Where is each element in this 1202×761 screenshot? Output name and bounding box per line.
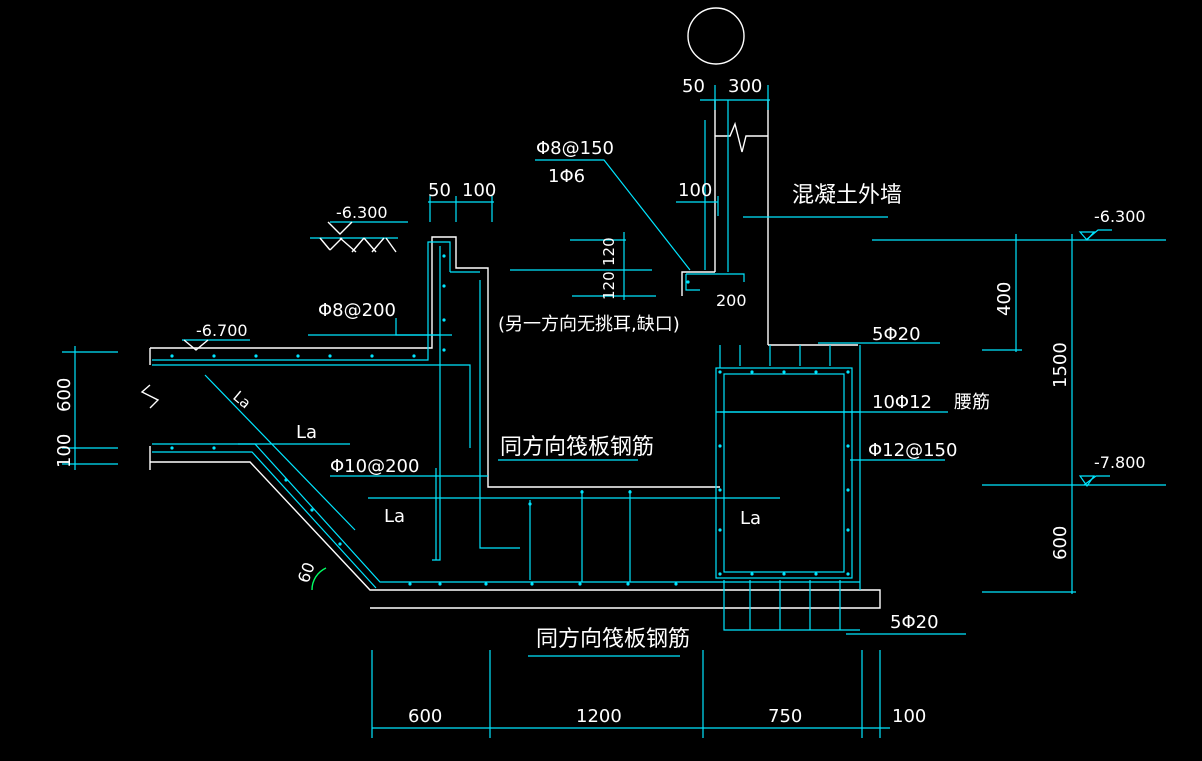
la-diagonal: La [229,387,254,412]
rebar-phi8-200: Φ8@200 [318,300,396,321]
level-top-left: -6.300 [336,203,388,222]
level-marker-bottom-right [1078,475,1096,488]
level-top-right: -6.300 [1094,207,1146,226]
raft-rebar-label-1: 同方向筏板钢筋 [500,435,654,460]
exterior-wall-label: 混凝土外墙 [792,183,902,208]
dim-600-left: 600 [54,378,75,412]
ground-hatch [183,221,397,351]
dim-300-top: 300 [728,76,762,97]
waist-bar-label: 腰筋 [954,392,990,413]
dim-120-a: 120 [600,237,618,266]
rebar-5phi20-top: 5Φ20 [872,324,921,345]
rebar-lines [62,85,1166,738]
rebar-phi8-150: Φ8@150 [536,138,614,159]
dim-bottom-750: 750 [768,706,802,727]
dim-100-left-v: 100 [54,434,75,468]
dim-50-top: 50 [682,76,705,97]
la-bottom: La [384,506,405,527]
dim-100-mid: 100 [678,180,712,201]
level-bottom: -7.800 [1094,453,1146,472]
rebar-phi12-150: Φ12@150 [868,440,957,461]
dim-bottom-100: 100 [892,706,926,727]
rebar-5phi20-bottom: 5Φ20 [890,612,939,633]
dim-bottom-600: 600 [408,706,442,727]
dim-bottom-1200: 1200 [576,706,622,727]
level-marker-top-right [1078,231,1096,241]
raft-rebar-label-2: 同方向筏板钢筋 [536,627,690,652]
dim-120-b: 120 [600,271,618,300]
concrete-outline [140,100,881,609]
rebar-dots [170,254,850,586]
axis-bubble [687,7,745,65]
dim-50-left: 50 [428,180,451,201]
angle-arc [311,567,327,591]
dim-100-left: 100 [462,180,496,201]
la-top: La [296,422,317,443]
note-no-ear: (另一方向无挑耳,缺口) [498,314,680,335]
rebar-phi10-200: Φ10@200 [330,456,419,477]
rebar-10phi12: 10Φ12 [872,392,932,413]
angle-60: 60 [294,560,319,586]
dim-200: 200 [716,291,747,310]
la-beam: La [740,508,761,529]
level-slab: -6.700 [196,321,248,340]
dim-400: 400 [994,282,1015,316]
dim-1500: 1500 [1050,342,1071,388]
dim-600-right: 600 [1050,526,1071,560]
rebar-1phi6: 1Φ6 [548,166,585,187]
